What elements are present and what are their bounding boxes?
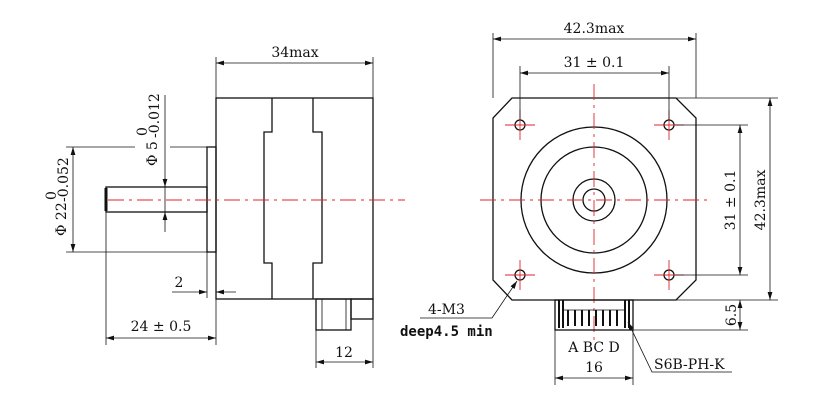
boss-diameter-label: Φ 22 <box>54 202 70 236</box>
stator-seam-left <box>263 98 273 299</box>
side-view: 34max Φ 22 0 -0.052 Φ 5 0 -0.012 2 24 ± … <box>44 45 405 368</box>
boss-diameter-dimension: Φ 22 0 -0.052 <box>44 157 72 236</box>
motor-body <box>215 97 374 300</box>
boss-tol-lower: -0.052 <box>56 157 72 202</box>
front-view: A BC D 42.3max 31 ± 0.1 31 ± 0.1 42.3max… <box>400 21 778 385</box>
shaft-length-dimension: 24 ± 0.5 <box>131 319 192 335</box>
pin-labels: A BC D <box>567 340 620 356</box>
width-dimension: 42.3max <box>564 21 625 37</box>
shaft-diameter-dimension: Φ 5 0 -0.012 <box>135 93 163 166</box>
stator-seam-right <box>312 98 323 299</box>
connector-height-dimension: 6.5 <box>724 304 740 326</box>
connector-length-dimension: 12 <box>335 345 353 361</box>
connector-width-dimension: 16 <box>585 360 603 376</box>
connector-s6b-ph-k <box>554 299 634 331</box>
boss-height-dimension: 2 <box>175 275 184 291</box>
connector-part-label: S6B-PH-K <box>654 357 725 373</box>
mounting-holes <box>505 110 684 290</box>
length-dimension: 34max <box>271 45 318 61</box>
hole-spacing-horizontal: 31 ± 0.1 <box>564 55 625 71</box>
hole-spacing-vertical: 31 ± 0.1 <box>723 170 739 231</box>
height-dimension: 42.3max <box>753 170 769 231</box>
boss-tol-upper: 0 <box>44 191 60 200</box>
shaft-tol-lower: -0.012 <box>147 93 163 138</box>
shaft-tol-upper: 0 <box>135 127 151 136</box>
shaft-diameter-label: Φ 5 <box>145 141 161 166</box>
shaft <box>105 186 208 213</box>
hole-label: 4-M3 <box>428 302 465 318</box>
hole-depth-label: deep4.5 min <box>400 324 493 340</box>
boss-flange <box>206 146 217 253</box>
